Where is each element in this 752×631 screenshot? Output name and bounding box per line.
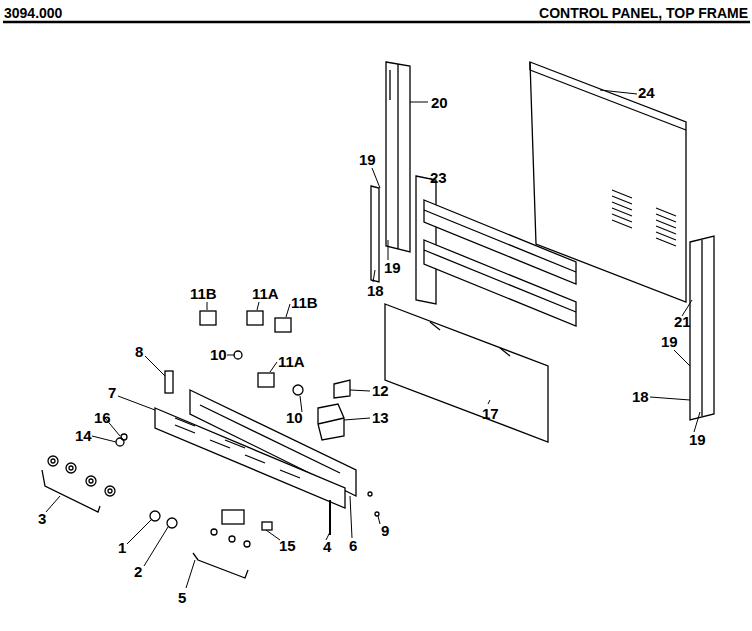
callout-number: 18 xyxy=(367,283,384,298)
knob xyxy=(167,518,177,528)
callout-number: 11B xyxy=(190,286,217,301)
group-bracket xyxy=(193,553,248,578)
switch xyxy=(200,311,291,387)
callout-number: 7 xyxy=(108,385,116,400)
callout-number: 19 xyxy=(384,260,401,275)
callout-number: 15 xyxy=(279,538,296,553)
page-number: 3094.000 xyxy=(4,6,62,20)
callout-number: 14 xyxy=(75,428,92,443)
side-rail xyxy=(386,62,410,252)
callout-number: 9 xyxy=(381,523,389,538)
bracket xyxy=(165,371,173,393)
callout-number: 20 xyxy=(431,95,448,110)
callout-number: 23 xyxy=(430,170,447,185)
trim-strip xyxy=(371,186,379,282)
bracket xyxy=(334,380,350,398)
callout-number: 19 xyxy=(661,334,678,349)
switch-block xyxy=(318,404,344,440)
side-bracket xyxy=(690,236,714,420)
knob xyxy=(48,456,115,496)
callout-number: 4 xyxy=(323,539,331,554)
callout-number: 11B xyxy=(291,295,318,310)
control-panel xyxy=(155,408,345,508)
callout-number: 8 xyxy=(135,344,143,359)
clock-parts xyxy=(211,510,272,547)
lens xyxy=(121,434,127,440)
callout-number: 10 xyxy=(210,347,227,362)
top-frame xyxy=(416,176,576,326)
callout-number: 16 xyxy=(94,410,111,425)
callout-number: 2 xyxy=(134,564,142,579)
callout-number: 19 xyxy=(689,432,706,447)
lamp xyxy=(234,351,242,359)
callout-number: 3 xyxy=(38,511,46,526)
callout-number: 5 xyxy=(178,590,186,605)
lamp xyxy=(293,385,303,395)
callout-number: 12 xyxy=(372,383,389,398)
screw xyxy=(368,492,372,496)
callout-number: 21 xyxy=(674,314,691,329)
callout-number: 1 xyxy=(118,540,126,555)
screw xyxy=(375,512,379,516)
callout-number: 11A xyxy=(252,286,279,301)
lower-panel xyxy=(385,304,548,442)
callout-number: 13 xyxy=(372,410,389,425)
page-title: CONTROL PANEL, TOP FRAME xyxy=(539,6,748,20)
callout-number: 19 xyxy=(359,152,376,167)
callout-number: 11A xyxy=(278,354,305,369)
callout-number: 10 xyxy=(286,410,303,425)
knob xyxy=(150,511,160,521)
header-rule xyxy=(3,21,750,24)
callout-number: 24 xyxy=(638,85,655,100)
leader-line xyxy=(46,90,700,588)
callout-number: 6 xyxy=(349,538,357,553)
trim-bar xyxy=(329,500,331,535)
group-bracket xyxy=(42,470,100,512)
callout-number: 17 xyxy=(482,406,499,421)
callout-number: 18 xyxy=(632,389,649,404)
